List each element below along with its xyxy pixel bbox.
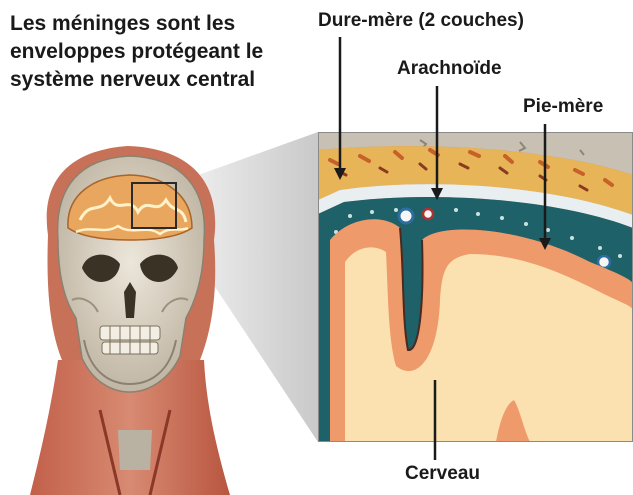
label-brain: Cerveau <box>405 463 480 485</box>
label-pia-mater: Pie-mère <box>523 96 603 118</box>
label-dura-mater: Dure-mère (2 couches) <box>318 10 524 32</box>
intro-text: Les méninges sont les enveloppes protége… <box>10 10 300 94</box>
label-arachnoid: Arachnoïde <box>397 58 502 80</box>
meninges-zoom-panel <box>318 132 633 442</box>
